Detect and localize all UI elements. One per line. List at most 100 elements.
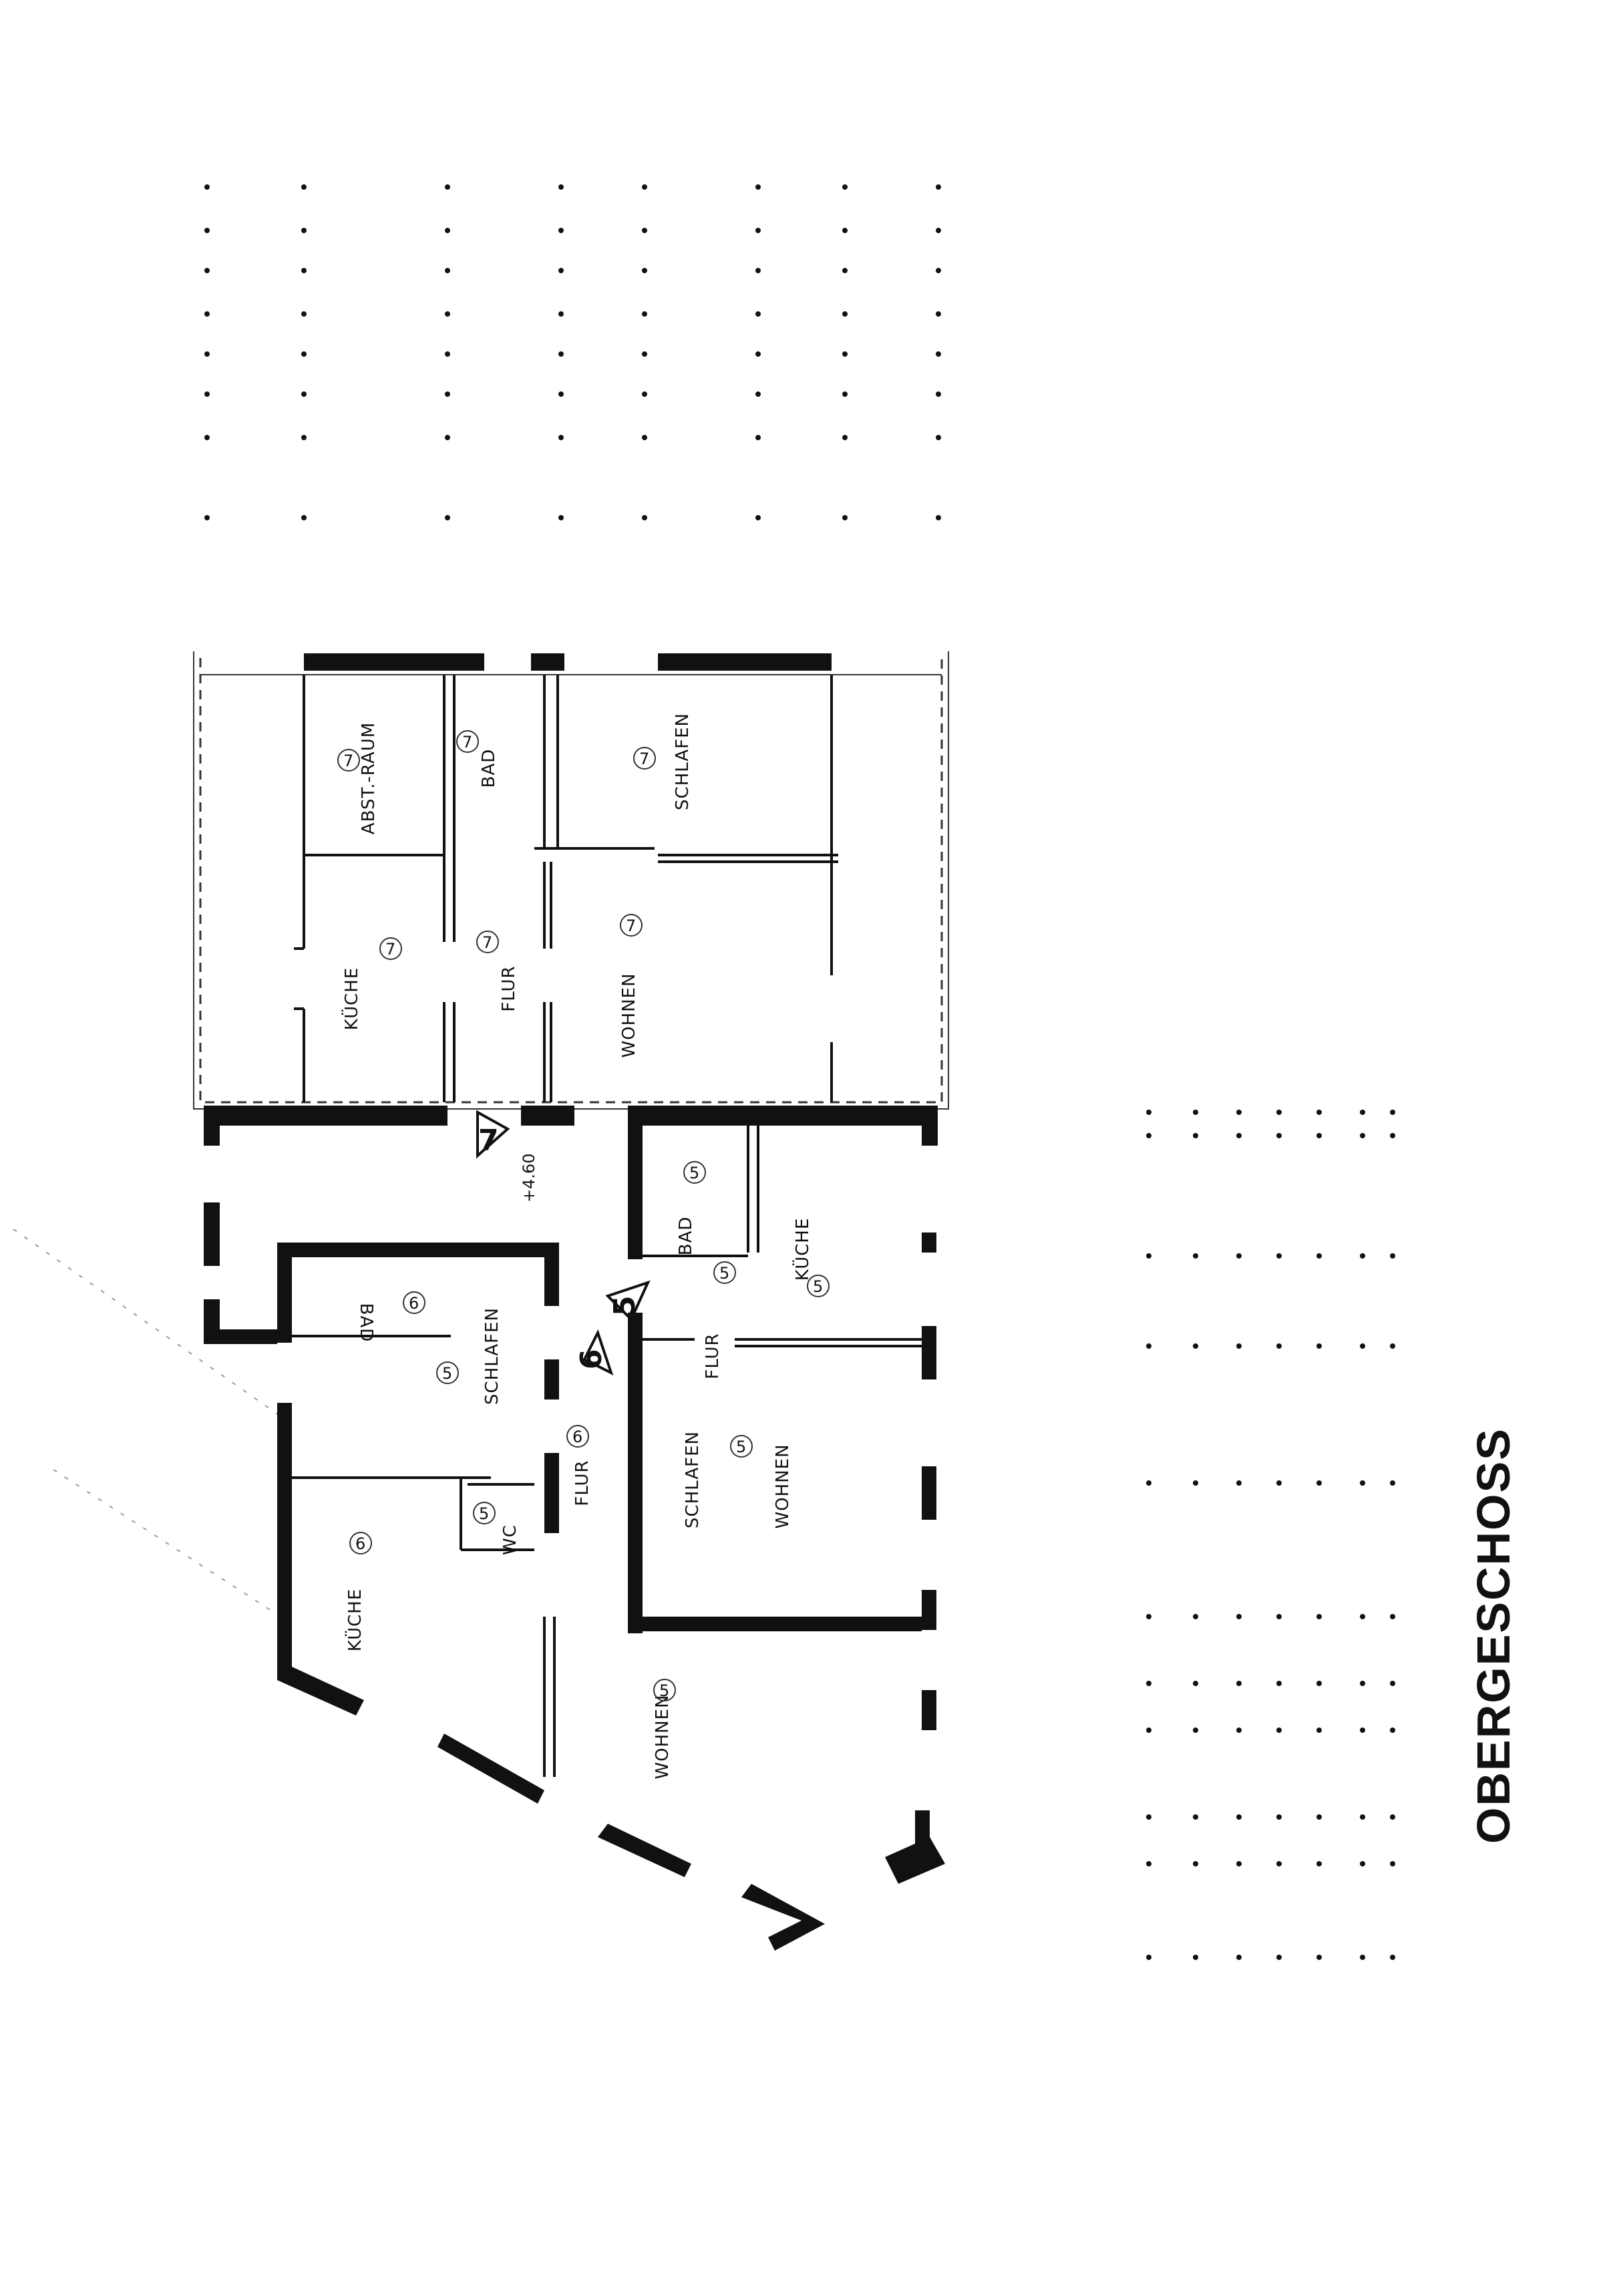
grid-dot xyxy=(1390,1614,1395,1619)
grid-dot xyxy=(1276,1480,1282,1486)
grid-dot xyxy=(204,228,210,233)
grid-dot xyxy=(1316,1253,1322,1259)
svg-text:7: 7 xyxy=(482,933,492,952)
grid-dot xyxy=(1193,1110,1198,1115)
grid-dot xyxy=(204,435,210,440)
grid-dot xyxy=(1193,1253,1198,1259)
grid-dot xyxy=(1146,1343,1151,1349)
grid-dot xyxy=(558,184,564,190)
grid-dot xyxy=(445,391,450,397)
grid-dot xyxy=(204,184,210,190)
grid-dot xyxy=(204,351,210,357)
construction-lines xyxy=(13,1228,281,1617)
room-label-schlafen-5: SCHLAFEN xyxy=(683,1431,703,1528)
room-label-flur-5: FLUR xyxy=(703,1333,723,1379)
grid-dot xyxy=(558,515,564,520)
room-label-kueche-6: KÜCHE xyxy=(344,1589,365,1652)
grid-dot xyxy=(1236,1955,1242,1960)
room-label-abst-raum: ABST.-RAUM xyxy=(359,722,379,834)
grid-dot xyxy=(445,268,450,273)
room-label-wohnen-5b: WOHNEN xyxy=(653,1694,673,1779)
grid-dot xyxy=(445,351,450,357)
grid-dot xyxy=(1316,1614,1322,1619)
grid-dot xyxy=(1146,1955,1151,1960)
grid-dot xyxy=(558,435,564,440)
grid-dot xyxy=(1146,1614,1151,1619)
grid-dot xyxy=(936,435,941,440)
grid-dot xyxy=(1193,1480,1198,1486)
grid-dot xyxy=(445,515,450,520)
stair-marker-7: 7 xyxy=(478,1124,499,1158)
grid-dot xyxy=(1360,1110,1365,1115)
grid-dot xyxy=(445,435,450,440)
unit-number-circles-7: 7 7 7 7 7 7 xyxy=(337,730,656,960)
grid-dot xyxy=(1360,1728,1365,1733)
grid-dot xyxy=(842,228,848,233)
grid-dot xyxy=(1236,1814,1242,1820)
grid-dot xyxy=(1390,1728,1395,1733)
grid-dot xyxy=(1193,1343,1198,1349)
grid-dot xyxy=(1316,1133,1322,1138)
grid-dot xyxy=(301,268,307,273)
stair-marker-6: 6 xyxy=(574,1349,608,1369)
grid-dot xyxy=(755,311,761,317)
grid-dot xyxy=(1236,1133,1242,1138)
grid-dot xyxy=(642,184,647,190)
grid-dot xyxy=(1276,1814,1282,1820)
grid-dot xyxy=(1360,1681,1365,1686)
grid-dot xyxy=(1276,1955,1282,1960)
grid-dot xyxy=(1236,1480,1242,1486)
svg-text:5: 5 xyxy=(659,1681,669,1700)
grid-dot xyxy=(1193,1614,1198,1619)
grid-dot xyxy=(301,435,307,440)
room-label-bad-6: BAD xyxy=(356,1303,376,1343)
grid-dot xyxy=(642,311,647,317)
grid-dot xyxy=(755,515,761,520)
grid-dot xyxy=(1390,1681,1395,1686)
room-label-kueche-7: KÜCHE xyxy=(341,967,362,1031)
grid-dot xyxy=(642,391,647,397)
grid-dot xyxy=(642,268,647,273)
grid-dot xyxy=(301,228,307,233)
unit-number-circles-5: 5 5 5 5 5 xyxy=(653,1161,830,1701)
floor-title-group: OBERGESCHOSS xyxy=(1467,1428,1519,1844)
core-walls xyxy=(204,1106,938,1633)
grid-dot xyxy=(1390,1343,1395,1349)
grid-dot xyxy=(1146,1814,1151,1820)
grid-dot xyxy=(842,351,848,357)
grid-dot xyxy=(642,228,647,233)
svg-text:7: 7 xyxy=(343,752,353,770)
grid-dot xyxy=(558,228,564,233)
floor-title: OBERGESCHOSS xyxy=(1467,1428,1519,1844)
grid-dot xyxy=(1390,1110,1395,1115)
svg-text:6: 6 xyxy=(355,1534,365,1553)
grid-dot xyxy=(1316,1480,1322,1486)
grid-dot xyxy=(558,391,564,397)
svg-text:5: 5 xyxy=(736,1438,746,1456)
grid-dot xyxy=(1236,1861,1242,1866)
grid-dot xyxy=(1360,1861,1365,1866)
grid-dot xyxy=(1236,1681,1242,1686)
grid-dot xyxy=(755,351,761,357)
grid-dot xyxy=(755,435,761,440)
grid-dot xyxy=(755,268,761,273)
grid-dot xyxy=(1360,1614,1365,1619)
grid-dot xyxy=(1276,1614,1282,1619)
grid-dot xyxy=(1276,1110,1282,1115)
grid-dot xyxy=(445,228,450,233)
grid-dot xyxy=(1276,1343,1282,1349)
grid-dot xyxy=(1390,1253,1395,1259)
grid-dot xyxy=(1146,1133,1151,1138)
grid-dot xyxy=(301,351,307,357)
grid-dot xyxy=(936,228,941,233)
room-label-bad-5: BAD xyxy=(676,1216,696,1256)
grid-dot xyxy=(755,184,761,190)
grid-dot xyxy=(204,515,210,520)
room-label-wc: WC xyxy=(500,1524,520,1555)
room-label-schlafen-6: SCHLAFEN xyxy=(482,1307,502,1405)
grid-dot xyxy=(642,351,647,357)
grid-dot xyxy=(1360,1955,1365,1960)
grid-dot xyxy=(1146,1480,1151,1486)
grid-dot xyxy=(936,351,941,357)
grid-dot xyxy=(1360,1343,1365,1349)
